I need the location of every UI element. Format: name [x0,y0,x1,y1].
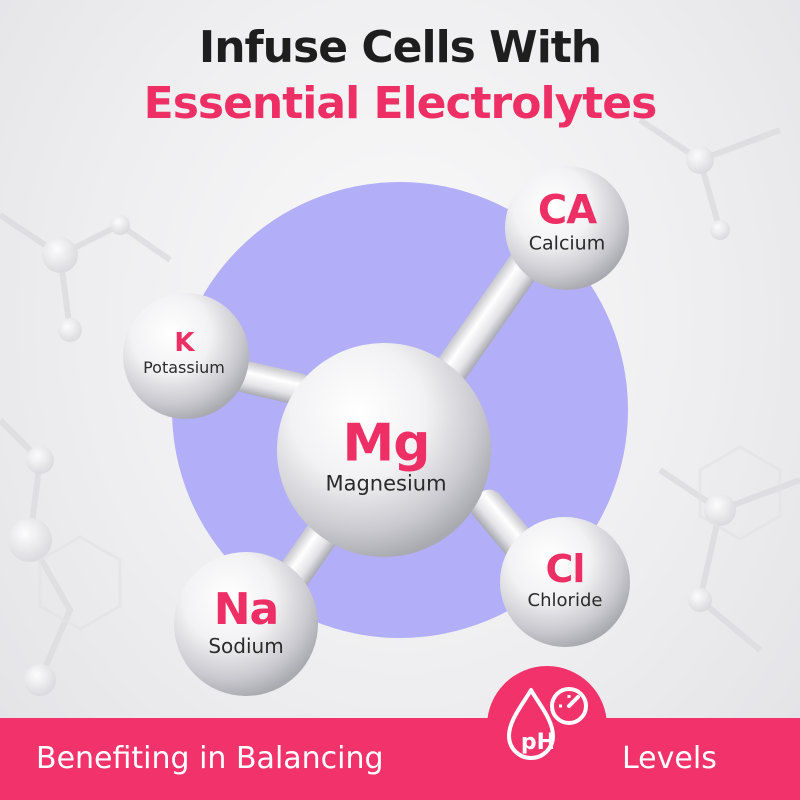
banner-text-right: Levels [622,741,717,776]
chloride-sphere [500,517,630,647]
ph-text: pH [520,730,556,755]
sodium-label: Na Sodium [208,584,284,658]
magnesium-sphere [277,343,491,557]
headline-line-1: Infuse Cells With [198,22,602,73]
calcium-label: CA Calcium [529,191,605,254]
magnesium-symbol: Mg [342,413,431,474]
chloride-name: Chloride [527,590,603,611]
water-drop-icon [507,688,555,760]
calcium-symbol: CA [537,187,597,234]
potassium-symbol: K [174,328,194,358]
sodium-name: Sodium [208,634,284,658]
chloride-symbol: Cl [545,547,586,591]
sodium-symbol: Na [213,584,280,635]
speedometer-icon [550,687,588,725]
calcium-sphere [505,166,629,290]
potassium-name: Potassium [143,358,225,377]
calcium-name: Calcium [528,232,606,255]
sodium-sphere [174,552,318,696]
bottom-banner [0,718,800,800]
magnesium-name: Magnesium [325,471,447,496]
potassium-sphere [123,293,249,419]
magnesium-label: Mg Magnesium [325,418,446,495]
chloride-label: Cl Chloride [528,550,603,610]
ph-badge [487,666,607,786]
potassium-label: K Potassium [143,330,225,376]
headline-line-2: Essential Electrolytes [143,78,658,129]
banner-text-left: Benefiting in Balancing [36,741,384,776]
